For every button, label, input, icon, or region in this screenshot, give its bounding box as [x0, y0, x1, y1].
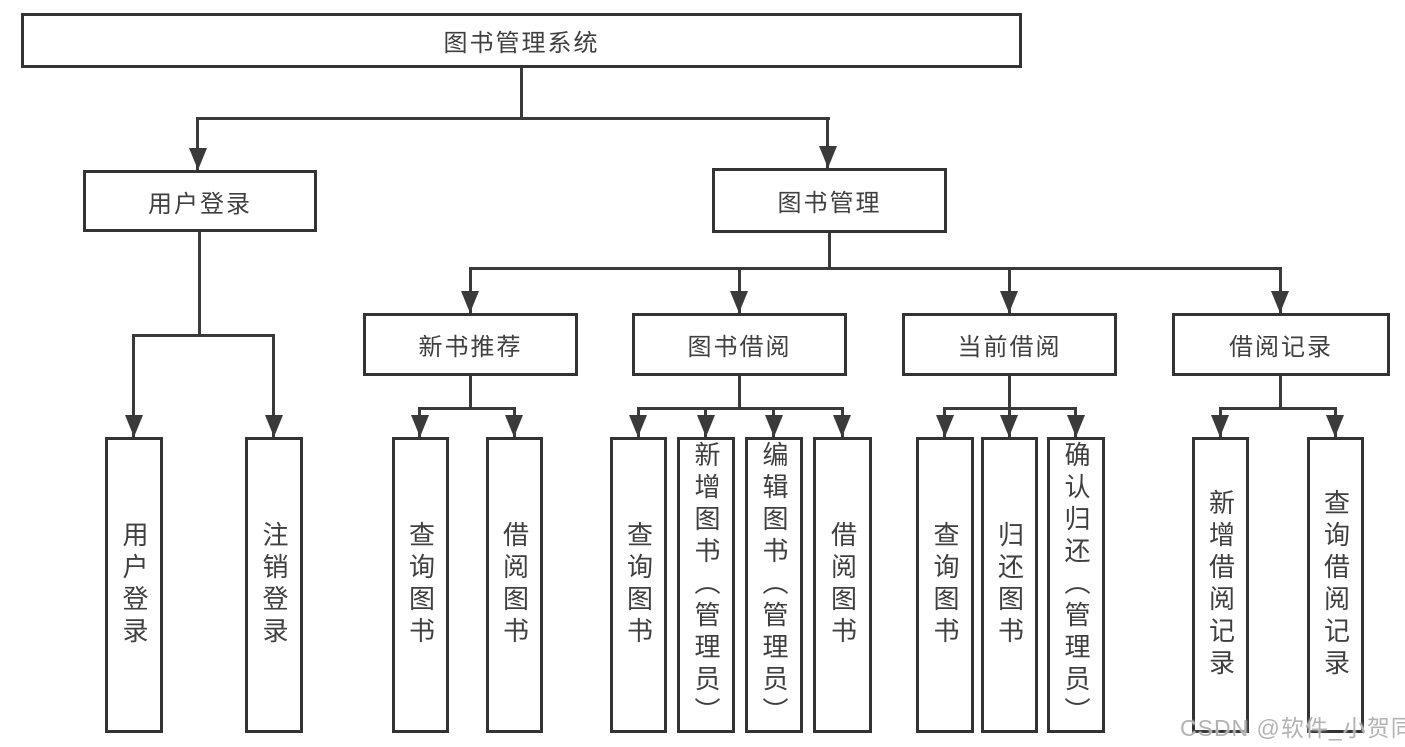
leaf-logout: 注销登录 — [245, 437, 303, 733]
arrow-down-icon — [1271, 291, 1289, 313]
connector-bookborrow-stem — [738, 376, 741, 410]
arrow-down-icon — [765, 415, 783, 437]
leaf-current-query: 查询图书 — [916, 437, 974, 733]
connector-newbooks-stem — [469, 376, 472, 410]
node-new-book-recommend: 新书推荐 — [363, 313, 578, 376]
leaf-current-return: 归还图书 — [981, 437, 1038, 733]
connector-drop-user-login — [196, 118, 199, 170]
connector-drop-leaf — [272, 335, 275, 437]
arrow-down-icon — [1000, 415, 1018, 437]
connector-drop-leaf — [132, 335, 135, 437]
arrow-down-icon — [125, 415, 143, 437]
connector-bookmgmt-split — [469, 267, 1282, 270]
connector-drop-level3 — [469, 268, 472, 313]
connector-drop-level3 — [1008, 268, 1011, 313]
connector-newbooks-split — [418, 407, 516, 410]
connector-userlogin-split — [132, 334, 275, 337]
node-book-management: 图书管理 — [712, 168, 947, 233]
node-root: 图书管理系统 — [21, 13, 1022, 68]
arrow-down-icon — [730, 291, 748, 313]
arrow-down-icon — [1067, 415, 1085, 437]
leaf-records-add: 新增借阅记录 — [1192, 437, 1249, 733]
leaf-user-login: 用户登录 — [105, 437, 163, 733]
arrow-down-icon — [411, 415, 429, 437]
leaf-current-confirm-return-admin: 确认归还（管理员） — [1047, 437, 1105, 733]
arrow-down-icon — [697, 415, 715, 437]
arrow-down-icon — [1326, 415, 1344, 437]
node-borrow-records: 借阅记录 — [1172, 313, 1390, 376]
leaf-newbooks-borrow: 借阅图书 — [486, 437, 543, 733]
arrow-down-icon — [819, 146, 837, 168]
connector-root-stem — [520, 68, 523, 118]
arrow-down-icon — [505, 415, 523, 437]
connector-drop-level3 — [738, 268, 741, 313]
connector-currentborrow-stem — [1008, 376, 1011, 410]
connector-records-split — [1219, 407, 1337, 410]
connector-root-split — [196, 117, 830, 120]
arrow-down-icon — [629, 415, 647, 437]
node-user-login: 用户登录 — [83, 170, 317, 232]
leaf-borrow-borrow: 借阅图书 — [813, 437, 872, 733]
arrow-down-icon — [189, 148, 207, 170]
leaf-newbooks-query: 查询图书 — [392, 437, 449, 733]
arrow-down-icon — [1211, 415, 1229, 437]
connector-userlogin-stem — [198, 232, 201, 337]
connector-drop-level3 — [1279, 268, 1282, 313]
watermark: CSDN @软件_小贺同学 — [1180, 715, 1405, 741]
arrow-down-icon — [936, 415, 954, 437]
node-book-borrow: 图书借阅 — [632, 313, 847, 376]
connector-bookborrow-split — [637, 407, 844, 410]
leaf-records-query: 查询借阅记录 — [1307, 437, 1364, 733]
arrow-down-icon — [461, 291, 479, 313]
connector-bookmgmt-stem — [828, 233, 831, 270]
connector-records-stem — [1279, 376, 1282, 410]
arrow-down-icon — [1000, 291, 1018, 313]
leaf-borrow-query: 查询图书 — [610, 437, 667, 733]
arrow-down-icon — [833, 415, 851, 437]
leaf-borrow-edit-admin: 编辑图书（管理员） — [745, 437, 803, 733]
node-current-borrow: 当前借阅 — [902, 313, 1117, 376]
leaf-borrow-add-admin: 新增图书（管理员） — [677, 437, 735, 733]
connector-drop-book-management — [826, 118, 829, 168]
arrow-down-icon — [265, 415, 283, 437]
